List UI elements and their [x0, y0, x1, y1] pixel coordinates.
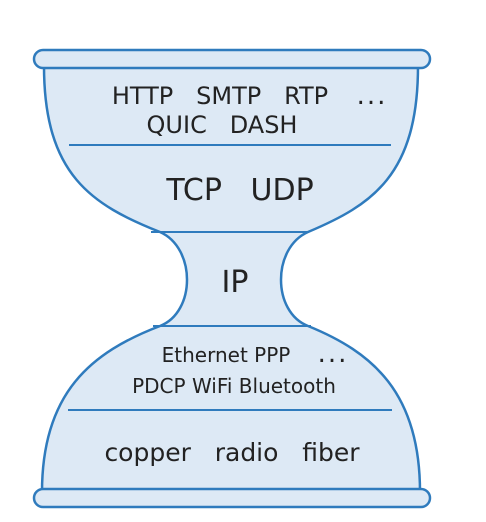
- link-protocols-line2: PDCP WiFi Bluetooth: [132, 374, 336, 398]
- physical-media: copper radio fiber: [104, 438, 360, 467]
- hourglass-bottom-cap: [32, 487, 432, 509]
- link-protocols-line1: Ethernet PPP: [162, 343, 291, 367]
- network-protocol: IP: [222, 265, 249, 300]
- application-protocols-line2: QUIC DASH: [147, 111, 298, 139]
- application-ellipsis: ...: [357, 81, 388, 111]
- link-ellipsis: ...: [318, 339, 349, 369]
- application-protocols-line1: HTTP SMTP RTP: [112, 82, 328, 110]
- transport-protocols: TCP UDP: [165, 173, 313, 208]
- hourglass-top-cap: [32, 48, 432, 70]
